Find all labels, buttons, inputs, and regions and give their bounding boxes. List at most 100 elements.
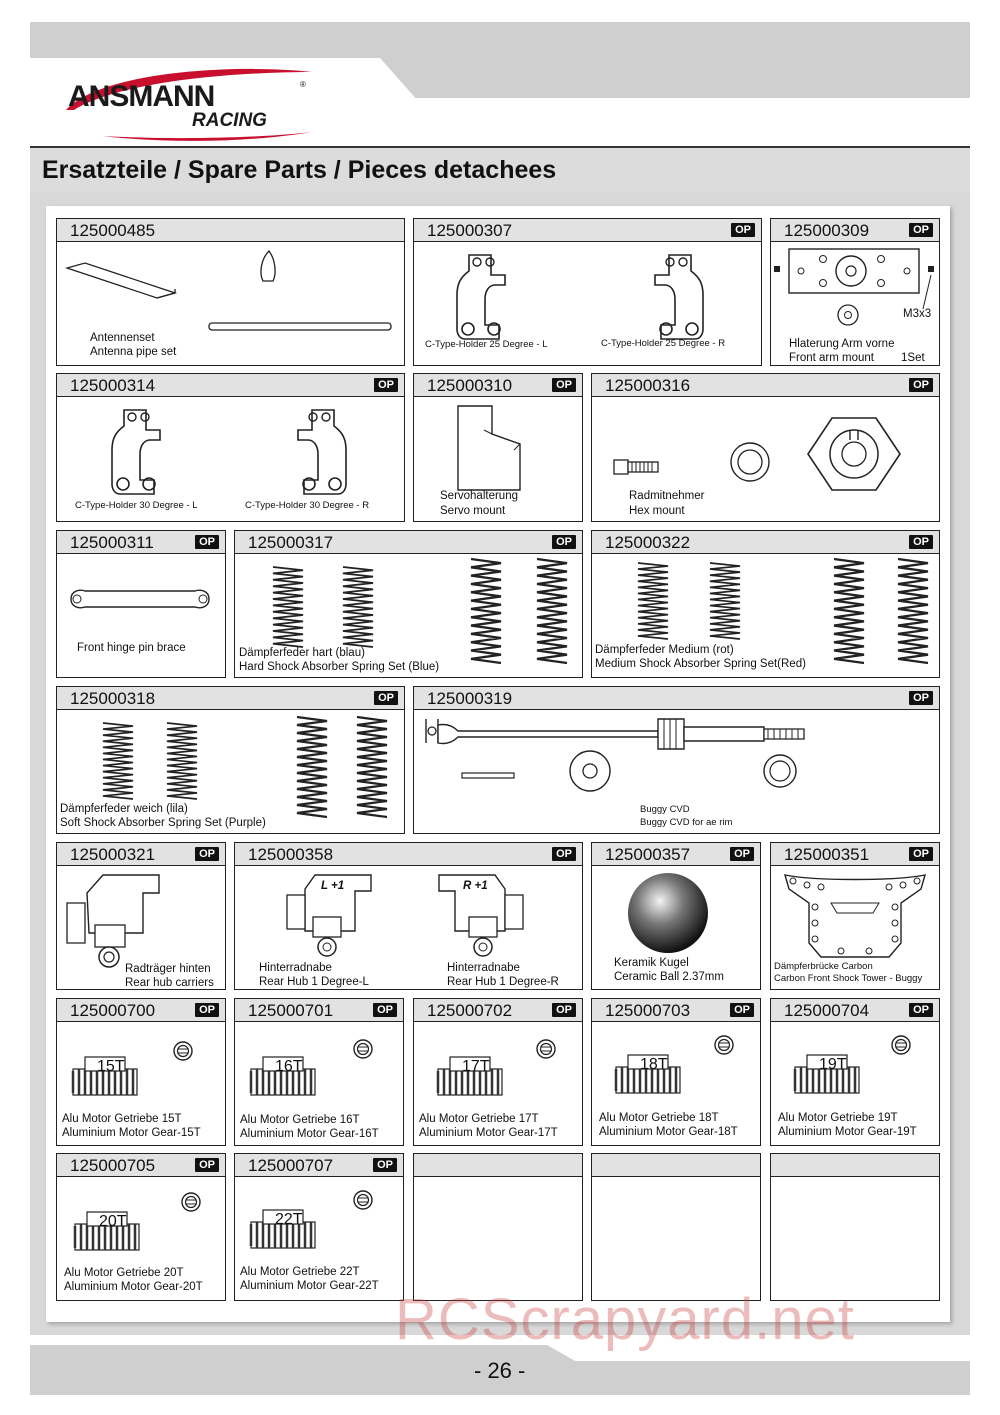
hinge-pin-brace-icon (70, 589, 210, 609)
empty-part-card (591, 1153, 761, 1301)
screw-label: M3x3 (903, 308, 932, 320)
page-title: Ersatzteile / Spare Parts / Pieces detac… (42, 156, 557, 184)
optional-badge: OP (909, 378, 933, 392)
part-label-en: Medium Shock Absorber Spring Set(Red) (595, 658, 806, 670)
part-label-en: Aluminium Motor Gear-16T (240, 1128, 379, 1140)
gear-tooth-label: 22T (275, 1211, 303, 1228)
gear-tooth-label: 17T (462, 1058, 490, 1075)
part-label-en: Aluminium Motor Gear-15T (62, 1127, 201, 1139)
part-number: 125000701 (248, 1001, 334, 1020)
hex-mount-icon (613, 417, 901, 491)
optional-badge: OP (195, 847, 219, 861)
optional-badge: OP (195, 535, 219, 549)
buggy-cvd-icon (425, 718, 805, 792)
logo-swoosh-icon (66, 68, 312, 141)
watermark: RCScrapyard.net (395, 1287, 855, 1352)
part-number: 125000358 (248, 845, 334, 864)
gear-tooth-label: 16T (275, 1058, 303, 1075)
part-label-en: Aluminium Motor Gear-22T (240, 1280, 379, 1292)
part-label-en: Aluminium Motor Gear-20T (64, 1281, 203, 1293)
optional-badge: OP (374, 691, 398, 705)
optional-badge: OP (552, 535, 576, 549)
antenna-set-icon (64, 250, 392, 331)
optional-badge: OP (552, 1003, 576, 1017)
part-label-en: Hex mount (629, 505, 685, 517)
part-label-en: Front arm mount (789, 352, 874, 364)
rear-hub-carrier-icon (66, 874, 160, 968)
part-label-de: Alu Motor Getriebe 22T (240, 1266, 360, 1278)
gear-tooth-label: 20T (99, 1213, 127, 1230)
part-label-en: Buggy CVD for ae rim (640, 817, 733, 828)
part-label-en: Front hinge pin brace (77, 642, 186, 654)
part-number: 125000485 (70, 221, 156, 240)
part-label-en: Ceramic Ball 2.37mm (614, 971, 724, 983)
part-label-en: Aluminium Motor Gear-18T (599, 1126, 738, 1138)
part-label-left: C-Type-Holder 30 Degree - L (75, 500, 198, 511)
ceramic-ball-icon (628, 873, 708, 953)
part-number: 125000316 (605, 376, 691, 395)
part-label-en: Carbon Front Shock Tower - Buggy (774, 973, 923, 984)
part-card-125000705: 125000705 OP 20T Alu Motor Getriebe 20T A… (56, 1153, 226, 1301)
part-number: 125000314 (70, 376, 156, 395)
hub-tag-right: R +1 (463, 880, 488, 892)
part-label-de: Alu Motor Getriebe 20T (64, 1267, 184, 1279)
empty-part-card (413, 1153, 583, 1301)
part-label-en: Aluminium Motor Gear-17T (419, 1127, 558, 1139)
logo-registered: ® (300, 80, 306, 89)
parts-frame: 125000485 Antennenset Antenna pipe set 1… (30, 192, 970, 1335)
part-label-de: Alu Motor Getriebe 18T (599, 1112, 719, 1124)
part-label-left: C-Type-Holder 25 Degree - L (425, 339, 548, 350)
part-label-de: Alu Motor Getriebe 17T (419, 1113, 539, 1125)
optional-badge: OP (373, 1003, 397, 1017)
parts-grid: 125000485 Antennenset Antenna pipe set 1… (46, 206, 950, 1322)
part-number: 125000705 (70, 1156, 156, 1175)
part-label-en: Rear hub carriers (125, 977, 214, 989)
part-number: 125000309 (784, 221, 870, 240)
part-label-right: C-Type-Holder 25 Degree - R (601, 338, 726, 349)
shock-tower-icon (784, 874, 926, 958)
part-card-125000309: 125000309 OP M3x3 Hlaterung Arm vorne Fro… (770, 218, 940, 366)
optional-badge: OP (909, 847, 933, 861)
part-number: 125000311 (70, 533, 154, 552)
part-label-right: C-Type-Holder 30 Degree - R (245, 500, 370, 511)
part-label-de: Alu Motor Getriebe 16T (240, 1114, 360, 1126)
part-label-de: Keramik Kugel (614, 957, 689, 969)
part-label-en: Hard Shock Absorber Spring Set (Blue) (239, 661, 440, 673)
gear-tooth-label: 15T (97, 1058, 125, 1075)
part-card-125000485: 125000485 Antennenset Antenna pipe set (56, 218, 405, 366)
optional-badge: OP (909, 223, 933, 237)
part-label-de-right: Hinterradnabe (447, 962, 520, 974)
part-number: 125000351 (784, 845, 870, 864)
part-number: 125000307 (427, 221, 513, 240)
optional-badge: OP (730, 1003, 754, 1017)
part-label-de: Hlaterung Arm vorne (789, 338, 895, 350)
optional-badge: OP (731, 223, 755, 237)
part-qty: 1Set (901, 352, 925, 364)
empty-part-card (770, 1153, 940, 1301)
part-label-de: Antennenset (90, 332, 155, 344)
part-number: 125000357 (605, 845, 691, 864)
optional-badge: OP (195, 1158, 219, 1172)
gear-tooth-label: 18T (640, 1056, 668, 1073)
part-label-en: Soft Shock Absorber Spring Set (Purple) (60, 817, 266, 829)
servo-mount-icon (457, 405, 521, 491)
header-band (30, 22, 970, 58)
header-band-step (380, 58, 970, 98)
optional-badge: OP (909, 691, 933, 705)
brand-logo: ANSMANN ® RACING (62, 66, 312, 144)
logo-racing: RACING (192, 110, 267, 131)
part-label-de: Buggy CVD (640, 804, 690, 815)
part-label-de: Alu Motor Getriebe 15T (62, 1113, 182, 1125)
